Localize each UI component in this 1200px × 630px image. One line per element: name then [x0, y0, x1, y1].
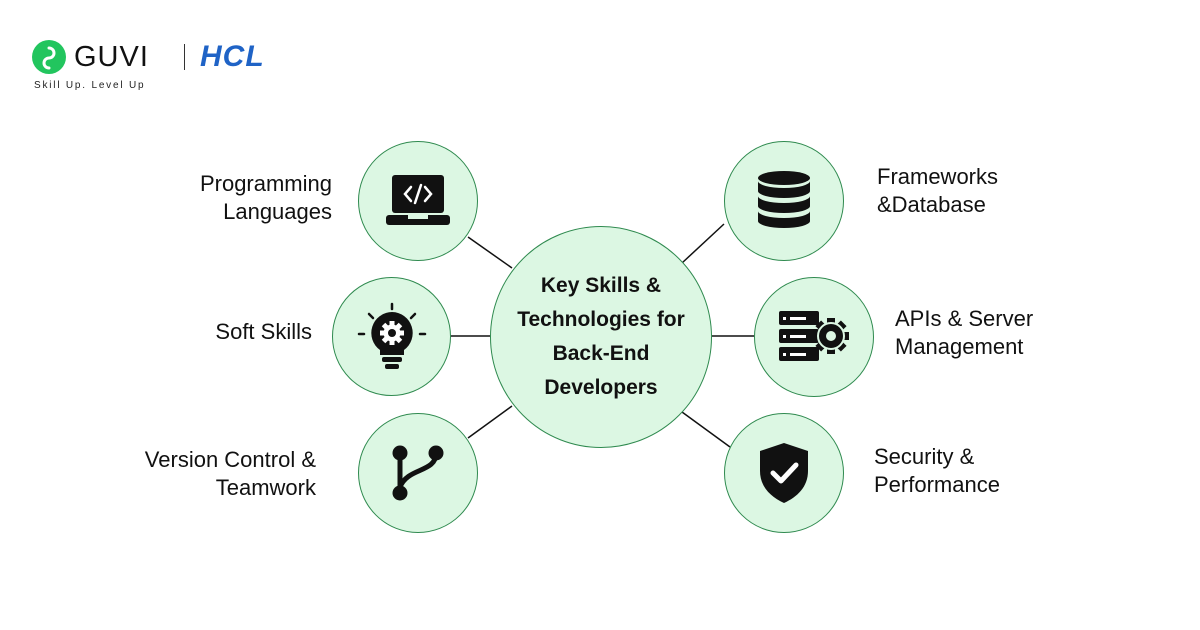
laptop-code-icon — [384, 171, 452, 231]
node-frameworks-database — [724, 141, 844, 261]
connector-security — [681, 411, 731, 448]
connector-version-control — [467, 405, 513, 439]
guvi-logo-icon — [32, 40, 66, 74]
brand-tagline: Skill Up. Level Up — [34, 80, 146, 91]
node-programming-languages — [358, 141, 478, 261]
node-security-performance — [724, 413, 844, 533]
center-node: Key Skills & Technologies for Back-End D… — [490, 226, 712, 448]
shield-check-icon — [756, 441, 812, 505]
label-programming-languages: Programming Languages — [199, 171, 332, 224]
label-security-performance: Security & Performance — [874, 444, 1000, 497]
brand-logo: GUVI HCL Skill Up. Level Up — [32, 38, 332, 98]
hcl-wordmark: HCL — [200, 40, 265, 73]
lightbulb-gear-icon — [357, 302, 427, 372]
label-apis-server: APIs & Server Management — [895, 306, 1034, 359]
node-apis-server — [754, 277, 874, 397]
database-icon — [756, 169, 812, 233]
brand-divider — [184, 44, 185, 70]
node-version-control — [358, 413, 478, 533]
git-branch-icon — [388, 443, 448, 503]
node-soft-skills — [332, 277, 451, 396]
connector-frameworks — [681, 223, 725, 264]
server-gear-icon — [777, 309, 851, 365]
guvi-wordmark: GUVI — [74, 41, 149, 73]
label-frameworks-database: Frameworks &Database — [877, 164, 999, 217]
center-title: Key Skills & Technologies for Back-End D… — [517, 274, 685, 399]
label-version-control: Version Control & Teamwork — [144, 447, 316, 500]
connector-programming — [467, 236, 513, 269]
label-soft-skills: Soft Skills — [215, 319, 312, 344]
